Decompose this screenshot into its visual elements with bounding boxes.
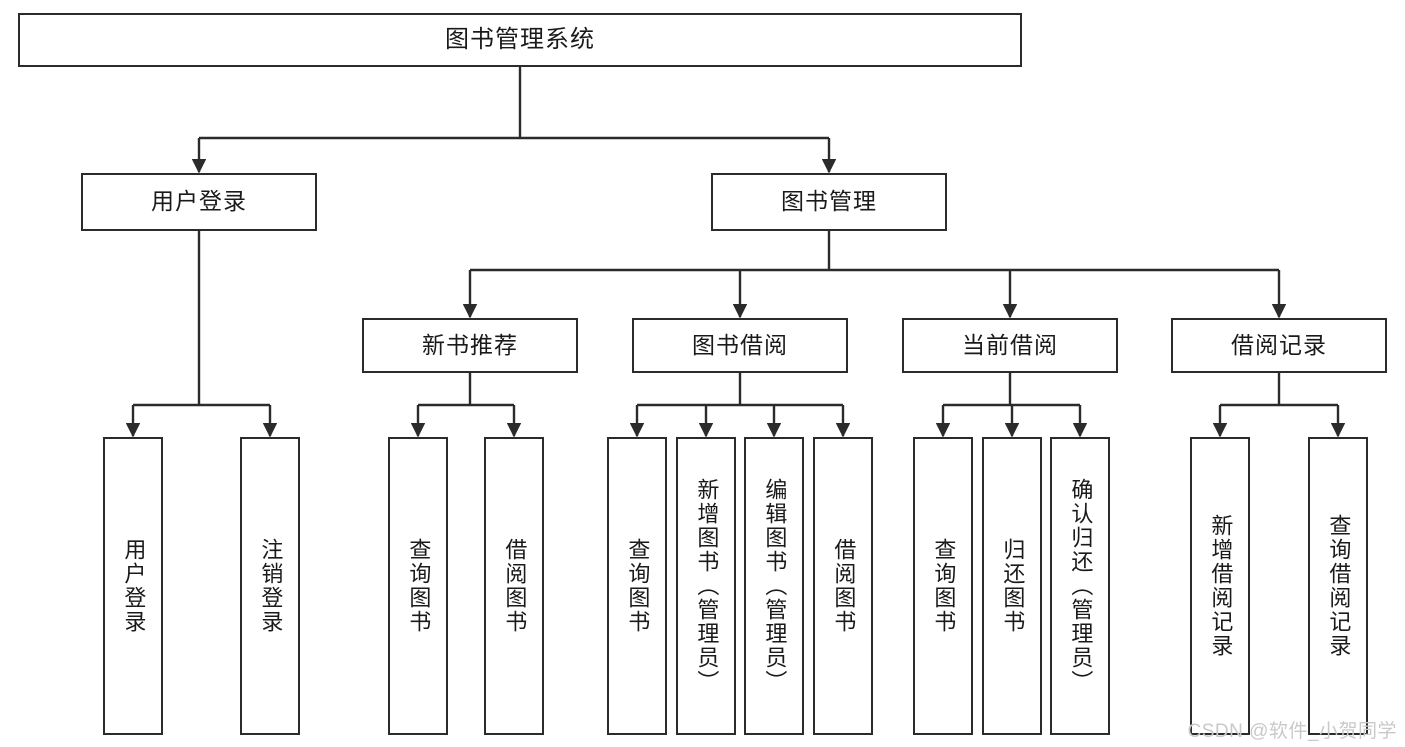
node-current-borrow[interactable]: 当前借阅: [902, 318, 1118, 373]
node-user-logout[interactable]: 注销登录: [240, 437, 300, 735]
node-borrow-record[interactable]: 借阅记录: [1171, 318, 1387, 373]
node-edit-book-admin[interactable]: 编辑图书（管理员）: [744, 437, 804, 735]
node-label: 查询图书: [406, 538, 432, 634]
node-confirm-return-admin[interactable]: 确认归还（管理员）: [1050, 437, 1110, 735]
node-root[interactable]: 图书管理系统: [18, 13, 1022, 67]
node-book-borrow[interactable]: 图书借阅: [632, 318, 848, 373]
node-user-login-do[interactable]: 用户登录: [103, 437, 163, 735]
node-label: 借阅记录: [1231, 331, 1327, 358]
node-query-book-1[interactable]: 查询图书: [388, 437, 448, 735]
node-label: 注销登录: [258, 538, 284, 634]
node-label: 借阅图书: [831, 538, 857, 634]
node-label: 图书借阅: [692, 331, 788, 358]
node-add-book-admin[interactable]: 新增图书（管理员）: [676, 437, 736, 735]
node-label: 查询借阅记录: [1326, 514, 1352, 658]
node-label: 新书推荐: [422, 331, 518, 358]
node-return-book[interactable]: 归还图书: [982, 437, 1042, 735]
node-label: 借阅图书: [502, 538, 528, 634]
node-query-book-2[interactable]: 查询图书: [607, 437, 667, 735]
node-label: 归还图书: [1000, 538, 1026, 634]
node-label: 确认归还（管理员）: [1068, 478, 1094, 694]
node-query-borrow-record[interactable]: 查询借阅记录: [1308, 437, 1368, 735]
node-label: 用户登录: [151, 188, 247, 215]
node-label: 图书管理: [781, 188, 877, 215]
node-book-manage[interactable]: 图书管理: [711, 173, 947, 231]
node-query-book-3[interactable]: 查询图书: [913, 437, 973, 735]
node-user-login[interactable]: 用户登录: [81, 173, 317, 231]
node-new-book-recommend[interactable]: 新书推荐: [362, 318, 578, 373]
node-label: 查询图书: [625, 538, 651, 634]
node-borrow-book-2[interactable]: 借阅图书: [813, 437, 873, 735]
watermark: CSDN @软件_小贺同学: [1187, 721, 1397, 742]
node-label: 编辑图书（管理员）: [762, 478, 788, 694]
node-borrow-book-1[interactable]: 借阅图书: [484, 437, 544, 735]
node-label: 查询图书: [931, 538, 957, 634]
node-label: 新增图书（管理员）: [694, 478, 720, 694]
node-label: 当前借阅: [962, 331, 1058, 358]
node-label: 用户登录: [121, 538, 147, 634]
node-label: 图书管理系统: [445, 25, 595, 53]
node-label: 新增借阅记录: [1208, 514, 1234, 658]
node-add-borrow-record[interactable]: 新增借阅记录: [1190, 437, 1250, 735]
